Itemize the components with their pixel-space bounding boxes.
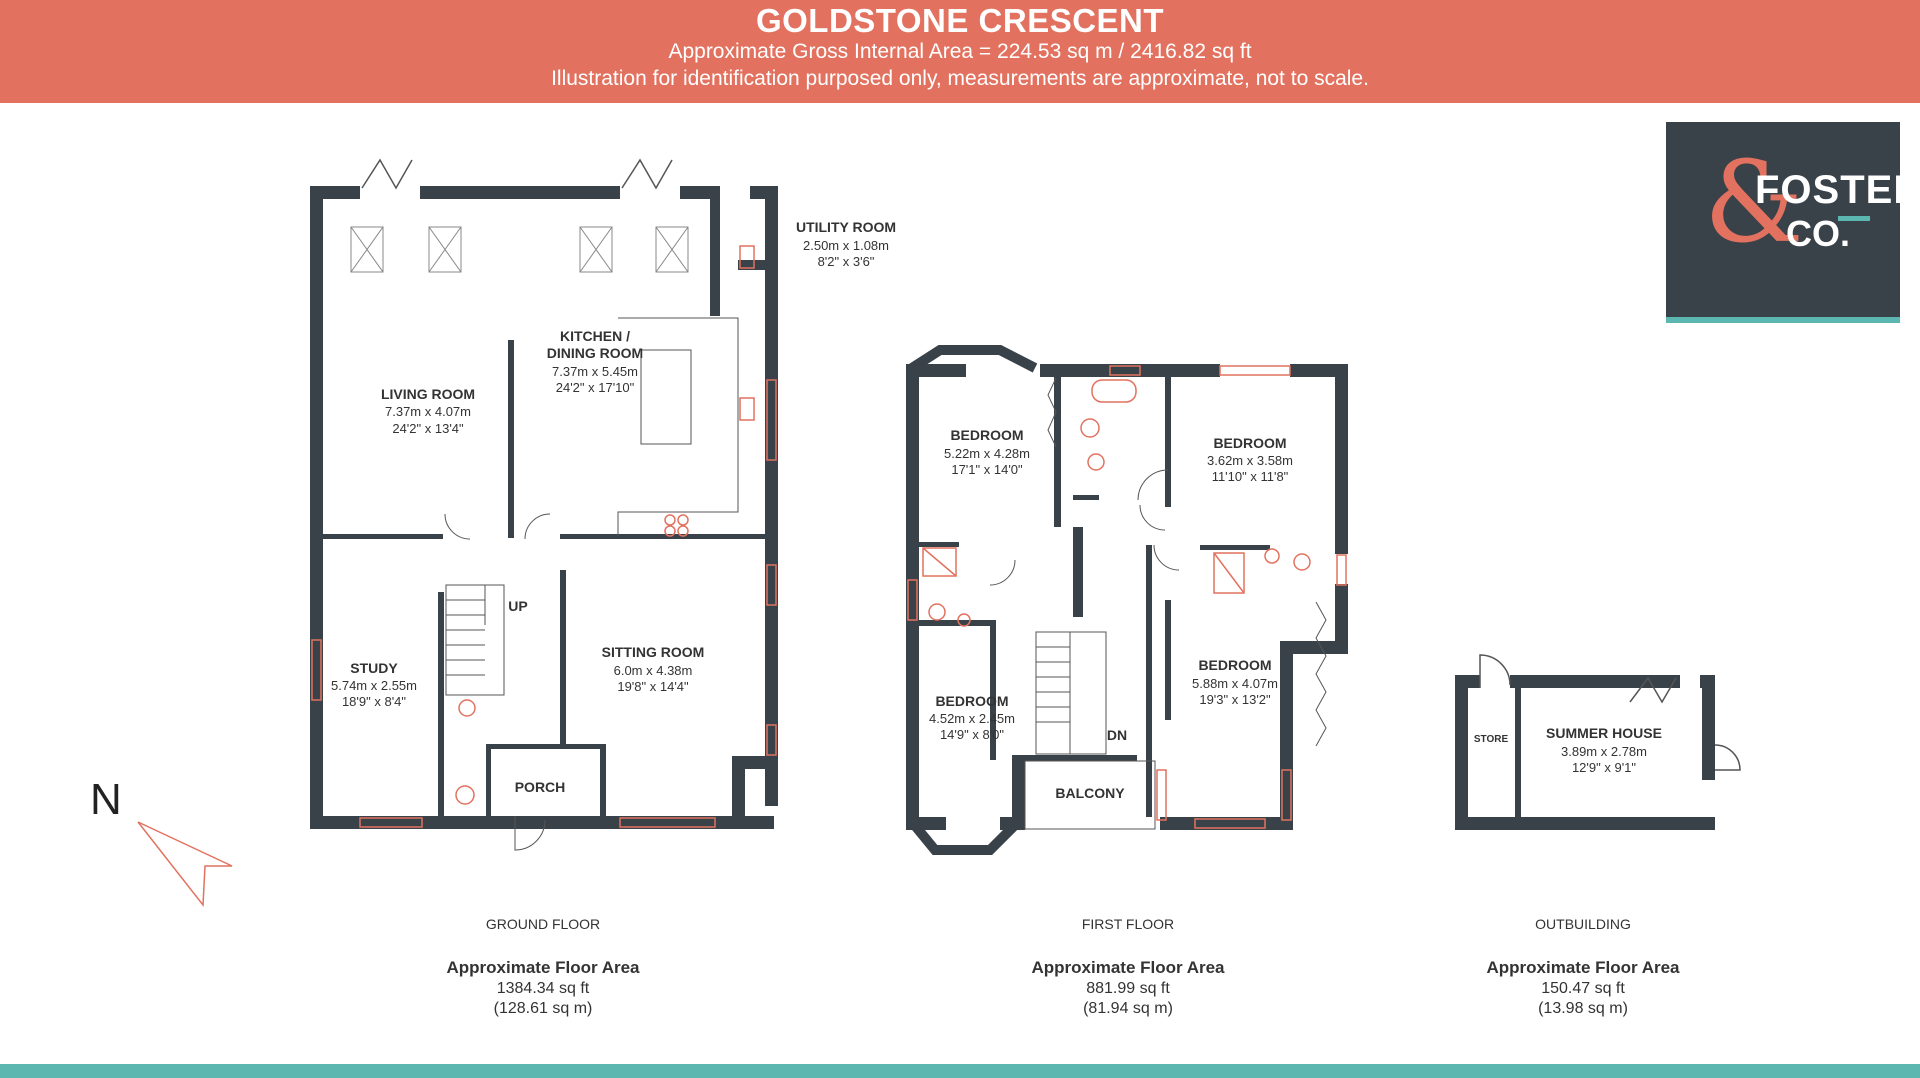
first-floor-caption: FIRST FLOOR Approximate Floor Area 881.9… (968, 916, 1288, 1018)
bedroom-2-metric: 3.62m x 3.58m (1207, 453, 1293, 468)
living-room-label: LIVING ROOM (381, 386, 475, 402)
living-room-metric: 7.37m x 4.07m (385, 404, 471, 419)
summer-house-label: SUMMER HOUSE (1546, 725, 1662, 741)
outbuilding-caption: OUTBUILDING Approximate Floor Area 150.4… (1423, 916, 1743, 1018)
sitting-room-metric: 6.0m x 4.38m (614, 663, 693, 678)
ground-floor-sqft: 1384.34 sq ft (496, 980, 590, 997)
outbuilding-sqm: (13.98 sq m) (1538, 1000, 1628, 1017)
ground-floor-area-title: Approximate Floor Area (446, 958, 640, 977)
ground-floor-sqm: (128.61 sq m) (493, 1000, 593, 1017)
bedroom-3-imperial: 14'9" x 8'0" (940, 727, 1004, 742)
logo-underline (1838, 216, 1870, 221)
bedroom-3-metric: 4.52m x 2.45m (929, 711, 1015, 726)
store-label: STORE (1474, 734, 1509, 745)
north-label: N (90, 775, 122, 824)
bedroom-1-label: BEDROOM (950, 427, 1023, 443)
bedroom-2-label: BEDROOM (1213, 435, 1286, 451)
ground-floor-level: GROUND FLOOR (485, 916, 601, 932)
first-floor-level: FIRST FLOOR (1081, 916, 1175, 932)
disclaimer: Illustration for identification purposed… (551, 67, 1369, 90)
sitting-room-label: SITTING ROOM (602, 644, 705, 660)
kitchen-label-2: DINING ROOM (547, 345, 643, 361)
property-title: GOLDSTONE CRESCENT (755, 2, 1165, 39)
porch-label: PORCH (515, 779, 566, 795)
first-floor-sqm: (81.94 sq m) (1083, 1000, 1173, 1017)
north-arrow-icon (137, 821, 233, 908)
bedroom-1-metric: 5.22m x 4.28m (944, 446, 1030, 461)
summer-house-metric: 3.89m x 2.78m (1561, 744, 1647, 759)
bedroom-1-imperial: 17'1" x 14'0" (951, 462, 1023, 477)
bedroom-4-label: BEDROOM (1198, 657, 1271, 673)
study-metric: 5.74m x 2.55m (331, 678, 417, 693)
kitchen-metric: 7.37m x 5.45m (552, 364, 638, 379)
outbuilding-level: OUTBUILDING (1535, 916, 1631, 932)
study-imperial: 18'9" x 8'4" (342, 694, 406, 709)
bedroom-3-label: BEDROOM (935, 693, 1008, 709)
footer-bar (0, 1064, 1920, 1078)
logo-ampersand: & (1704, 138, 1804, 268)
study-label: STUDY (350, 660, 398, 676)
first-floor-plan: BEDROOM 5.22m x 4.28m 17'1" x 14'0" BEDR… (906, 345, 1348, 855)
kitchen-imperial: 24'2" x 17'10" (556, 380, 635, 395)
stairs-up-label: UP (508, 598, 527, 614)
utility-room-imperial: 8'2" x 3'6" (818, 254, 875, 269)
gross-area: Approximate Gross Internal Area = 224.53… (668, 40, 1252, 63)
bedroom-4-imperial: 19'3" x 13'2" (1199, 692, 1271, 707)
ground-floor-plan: UTILITY ROOM 2.50m x 1.08m 8'2" x 3'6" K… (310, 158, 896, 851)
sitting-room-imperial: 19'8" x 14'4" (617, 679, 689, 694)
first-floor-area-title: Approximate Floor Area (1031, 958, 1225, 977)
balcony-label: BALCONY (1055, 785, 1125, 801)
first-floor-sqft: 881.99 sq ft (1086, 980, 1170, 997)
bedroom-4-metric: 5.88m x 4.07m (1192, 676, 1278, 691)
header-banner: GOLDSTONE CRESCENT Approximate Gross Int… (0, 0, 1920, 103)
foster-co-logo: & FOSTER CO. (1666, 122, 1920, 323)
outbuilding-area-title: Approximate Floor Area (1486, 958, 1680, 977)
bedroom-2-imperial: 11'10" x 11'8" (1212, 469, 1289, 484)
summer-house-imperial: 12'9" x 9'1" (1572, 760, 1636, 775)
utility-room-label: UTILITY ROOM (796, 219, 896, 235)
outbuilding-sqft: 150.47 sq ft (1541, 980, 1625, 997)
logo-foster: FOSTER (1755, 168, 1920, 212)
outbuilding-plan: STORE SUMMER HOUSE 3.89m x 2.78m 12'9" x… (1455, 654, 1741, 830)
utility-room-metric: 2.50m x 1.08m (803, 238, 889, 253)
living-room-imperial: 24'2" x 13'4" (392, 421, 464, 436)
ground-floor-caption: GROUND FLOOR Approximate Floor Area 1384… (383, 916, 703, 1018)
stairs-down-label: DN (1107, 727, 1127, 743)
kitchen-label-1: KITCHEN / (560, 328, 630, 344)
